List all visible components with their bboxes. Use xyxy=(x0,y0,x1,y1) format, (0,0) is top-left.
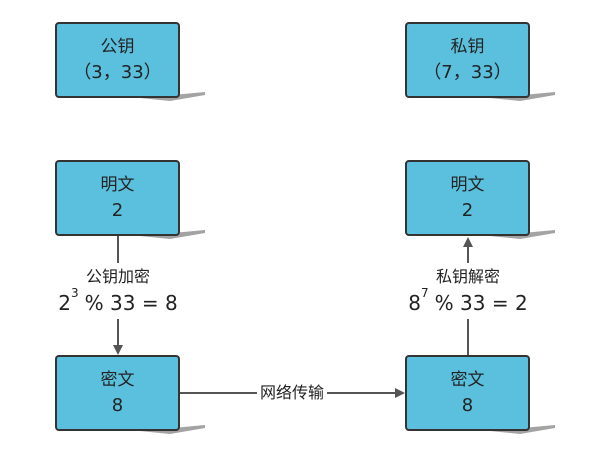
decrypt-edge-label: 私钥解密 87 % 33 = 2 xyxy=(405,263,531,319)
formula-rest: % 33 = 8 xyxy=(84,291,178,315)
encrypt-edge-label: 公钥加密 23 % 33 = 8 xyxy=(55,263,181,319)
box-title: 明文 xyxy=(100,175,135,195)
box-value: 2 xyxy=(111,200,124,221)
formula-base: 8 xyxy=(408,291,422,315)
box-value: 2 xyxy=(461,200,474,221)
encrypt-caption: 公钥加密 xyxy=(85,267,151,286)
formula-exponent: 3 xyxy=(71,286,79,300)
box-value: （3，33） xyxy=(73,62,162,83)
encrypt-formula: 23 % 33 = 8 xyxy=(58,286,178,317)
formula-rest: % 33 = 2 xyxy=(434,291,528,315)
formula-base: 2 xyxy=(58,291,72,315)
box-title: 私钥 xyxy=(450,37,485,57)
formula-exponent: 7 xyxy=(421,286,429,300)
box-title: 密文 xyxy=(450,370,485,390)
box-value: 8 xyxy=(111,395,124,416)
sender-plaintext-box: 明文 2 xyxy=(55,160,180,236)
receiver-ciphertext-box: 密文 8 xyxy=(405,355,530,431)
box-value: 8 xyxy=(461,395,474,416)
box-title: 密文 xyxy=(100,370,135,390)
box-value: （7，33） xyxy=(423,62,512,83)
private-key-box: 私钥 （7，33） xyxy=(405,22,530,98)
transfer-edge-label: 网络传输 xyxy=(256,381,328,405)
public-key-box: 公钥 （3，33） xyxy=(55,22,180,98)
decrypt-formula: 87 % 33 = 2 xyxy=(408,286,528,317)
encrypt-arrowhead xyxy=(113,345,123,355)
box-title: 公钥 xyxy=(100,37,135,57)
sender-ciphertext-box: 密文 8 xyxy=(55,355,180,431)
receiver-plaintext-box: 明文 2 xyxy=(405,160,530,236)
box-title: 明文 xyxy=(450,175,485,195)
transfer-arrowhead xyxy=(395,388,405,398)
decrypt-caption: 私钥解密 xyxy=(435,267,501,286)
decrypt-arrowhead xyxy=(463,237,473,247)
